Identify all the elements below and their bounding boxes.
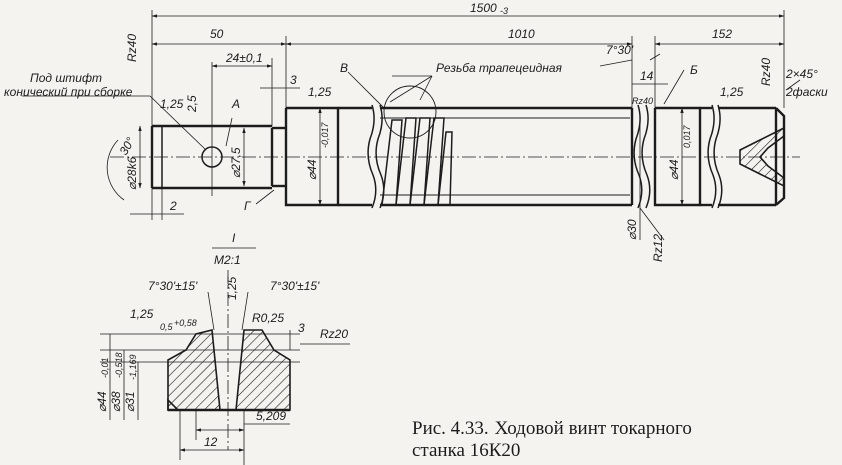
dia-275: ⌀27,5: [229, 147, 243, 178]
label-g: Г: [244, 199, 252, 213]
len-left: 50: [210, 27, 224, 41]
detail-pitch: 12: [204, 435, 218, 449]
rough-125-a: 1,25: [160, 97, 184, 111]
detail-rough-125-top: 1,25: [225, 276, 239, 300]
detail-offset: 0,5: [160, 322, 174, 332]
shaft-outline: [110, 104, 800, 209]
detail-rough-125-left: 1,25: [130, 307, 154, 321]
label-a: А: [231, 97, 240, 111]
note-pin-line1: Под штифт: [30, 71, 102, 85]
detail-view-label: I: [232, 231, 236, 245]
note-pin-line2: конический при сборке: [4, 85, 133, 99]
detail-angle-right: 7°30'±15': [270, 279, 320, 293]
figure-caption: Рис. 4.33.Ходовой винт токарного станка …: [412, 418, 832, 462]
len-2: 2: [169, 199, 177, 213]
dimension-labels: 1500 -3 50 1010 152 24±0,1 3 14 2 7°30' …: [4, 1, 828, 262]
detail-marker-circle: [383, 85, 437, 139]
dimension-lines: [22, 10, 801, 241]
detail-dia-38: ⌀38: [109, 391, 123, 412]
detail-rough-rz20: Rz20: [320, 327, 348, 341]
detail-dia-31: ⌀31: [123, 391, 137, 412]
chamfer: 2×45°: [785, 67, 818, 81]
caption-prefix: Рис. 4.33.: [412, 418, 489, 439]
rough-25: 2,5: [185, 95, 199, 113]
dia-44-left-tol: -0,017: [320, 121, 330, 148]
detail-radius: R0,25: [252, 311, 284, 325]
detail-offset-tol: +0,58: [174, 318, 197, 328]
rough-rz40-right: Rz40: [759, 58, 773, 86]
rough-125-b: 1,25: [308, 85, 332, 99]
dia-44-right-tol: 0,017: [682, 124, 692, 148]
chamfer-note: 2фаски: [785, 85, 828, 99]
label-b: Б: [690, 63, 698, 77]
dia-44-right: ⌀44: [667, 159, 681, 180]
label-v: В: [340, 61, 348, 75]
len-mid: 1010: [508, 27, 535, 41]
caption-title-line2: станка 16К20: [412, 440, 521, 461]
detail-width: 5,209: [256, 409, 286, 423]
angle-30: 30°: [116, 135, 137, 158]
detail-dia-44: ⌀44: [95, 391, 109, 412]
caption-title-line1: Ходовой винт токарного: [494, 418, 692, 439]
overall-length-tol: -3: [500, 6, 508, 16]
rough-rz40-mid: Rz40: [632, 96, 653, 106]
detail-angle-left: 7°30'±15': [148, 279, 198, 293]
note-thread: Резьба трапецеидная: [436, 61, 563, 75]
rough-rz12: Rz12: [651, 234, 665, 262]
len-3: 3: [290, 73, 297, 87]
len-24: 24±0,1: [225, 51, 263, 65]
detail-dia-38-tol: -0,518: [114, 352, 124, 378]
detail-view: I М2:1 7°30'±15' 7°30'±15' 1,25 1,25 0,5…: [95, 231, 350, 465]
rough-125-c: 1,25: [720, 85, 744, 99]
len-right: 152: [712, 27, 732, 41]
overall-length: 1500: [470, 1, 497, 15]
dia-44-left: ⌀44: [305, 159, 319, 180]
dia-28: ⌀28k6: [125, 156, 139, 190]
len-14: 14: [640, 69, 654, 83]
detail-dia-44-tol: -0,01: [100, 357, 110, 378]
angle-7-30: 7°30': [606, 43, 634, 57]
detail-dia-31-tol: -1,169: [128, 354, 138, 380]
detail-scale: М2:1: [214, 253, 241, 267]
centre-hole: [739, 126, 785, 188]
pin-hole-a: [201, 118, 223, 196]
detail-depth: 3: [298, 321, 305, 335]
rough-rz40-left: Rz40: [125, 34, 139, 62]
dia-30: ⌀30: [625, 219, 639, 240]
